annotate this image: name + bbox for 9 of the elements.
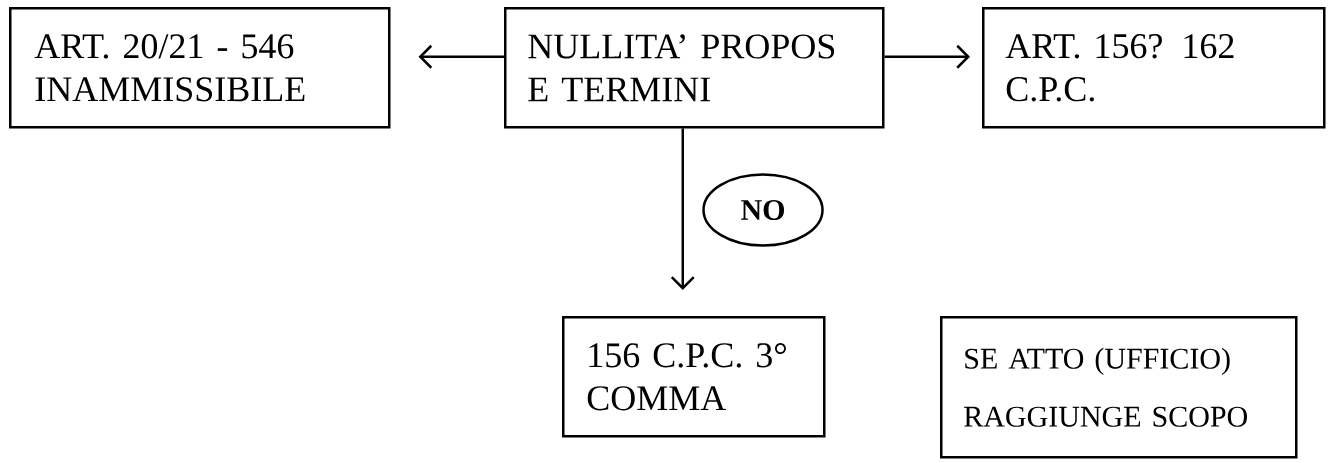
text-box: SE ATTO (UFFICIO) RAGGIUNGE SCOPO [940, 316, 1298, 459]
arrow [670, 128, 695, 290]
text-box: ART. 156? 162 C.P.C. [982, 7, 1326, 129]
text-box: NULLITA’ PROPOS E TERMINI [504, 7, 885, 129]
text-box: ART. 20/21 - 546 INAMMISSIBILE [9, 7, 391, 129]
label-oval: NO [702, 173, 824, 247]
text-box: 156 C.P.C. 3° COMMA [562, 316, 826, 438]
arrow [884, 44, 970, 69]
arrow [418, 44, 504, 69]
